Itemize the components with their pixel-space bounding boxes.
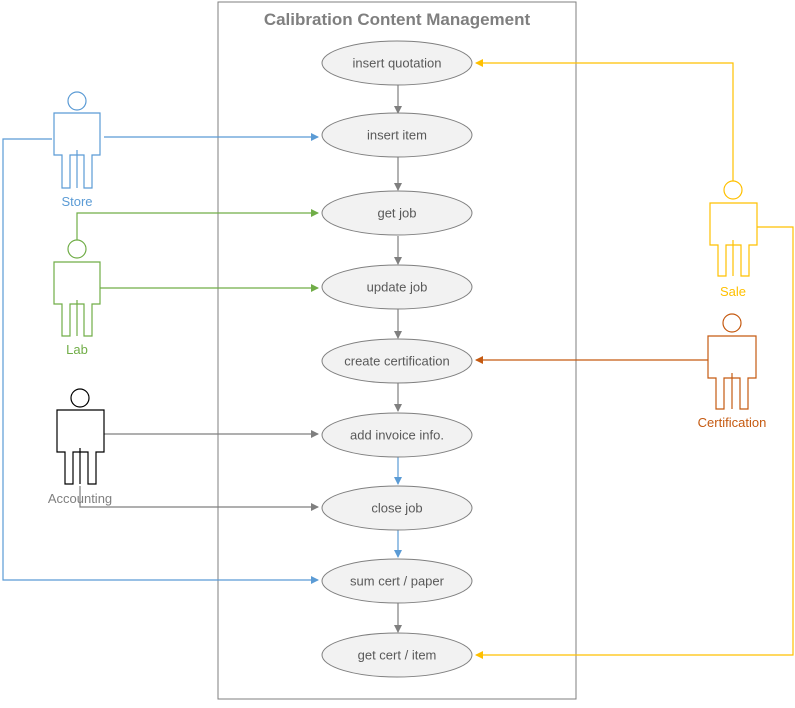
use-case-label: add invoice info. (350, 428, 444, 443)
actor-store[interactable]: Store (53, 91, 101, 209)
actor-body-icon (707, 335, 757, 410)
actor-head-icon (67, 239, 87, 259)
actor-accounting[interactable]: Accounting (48, 388, 112, 506)
actor-body-icon (53, 261, 101, 337)
use-case-insert-item[interactable]: insert item (321, 112, 473, 158)
actor-lab-label: Lab (66, 342, 88, 357)
actor-accounting-label: Accounting (48, 491, 112, 506)
actor-head-icon (70, 388, 90, 408)
use-case-sum-cert-paper[interactable]: sum cert / paper (321, 558, 473, 604)
use-case-label: sum cert / paper (350, 574, 445, 589)
use-case-update-job[interactable]: update job (321, 264, 473, 310)
actor-head-icon (67, 91, 87, 111)
connector-lab-get-job (76, 209, 319, 240)
use-case-label: insert quotation (353, 56, 442, 71)
use-case-get-job[interactable]: get job (321, 190, 473, 236)
actor-connectors (2, 59, 794, 659)
system-title: Calibration Content Management (264, 10, 531, 29)
connector-accounting-close-job (79, 486, 319, 511)
actor-head-icon (723, 180, 743, 200)
use-case-insert-quotation[interactable]: insert quotation (321, 40, 473, 86)
use-case-label: get cert / item (358, 648, 437, 663)
actor-certification-label: Certification (698, 415, 767, 430)
use-case-create-certification[interactable]: create certification (321, 338, 473, 384)
use-case-label: create certification (344, 354, 450, 369)
actor-body-icon (56, 409, 105, 485)
actor-store-label: Store (61, 194, 92, 209)
connector-store-sum-cert (2, 138, 319, 584)
actor-lab[interactable]: Lab (53, 239, 101, 357)
use-case-label: insert item (367, 128, 427, 143)
actor-certification[interactable]: Certification (698, 313, 767, 430)
actor-sale-label: Sale (720, 284, 746, 299)
system-boundary (217, 1, 577, 700)
use-case-get-cert-item[interactable]: get cert / item (321, 632, 473, 678)
use-case-add-invoice-info[interactable]: add invoice info. (321, 412, 473, 458)
use-cases: insert quotation insert item get job upd… (321, 40, 473, 678)
actor-head-icon (722, 313, 742, 333)
use-case-label: update job (367, 280, 428, 295)
actor-body-icon (709, 202, 758, 277)
use-case-close-job[interactable]: close job (321, 485, 473, 531)
connector-sale-get-cert (475, 226, 794, 659)
use-case-label: get job (377, 206, 416, 221)
actor-sale[interactable]: Sale (709, 180, 758, 299)
use-case-label: close job (371, 501, 422, 516)
connector-sale-insert-quotation (475, 59, 734, 181)
